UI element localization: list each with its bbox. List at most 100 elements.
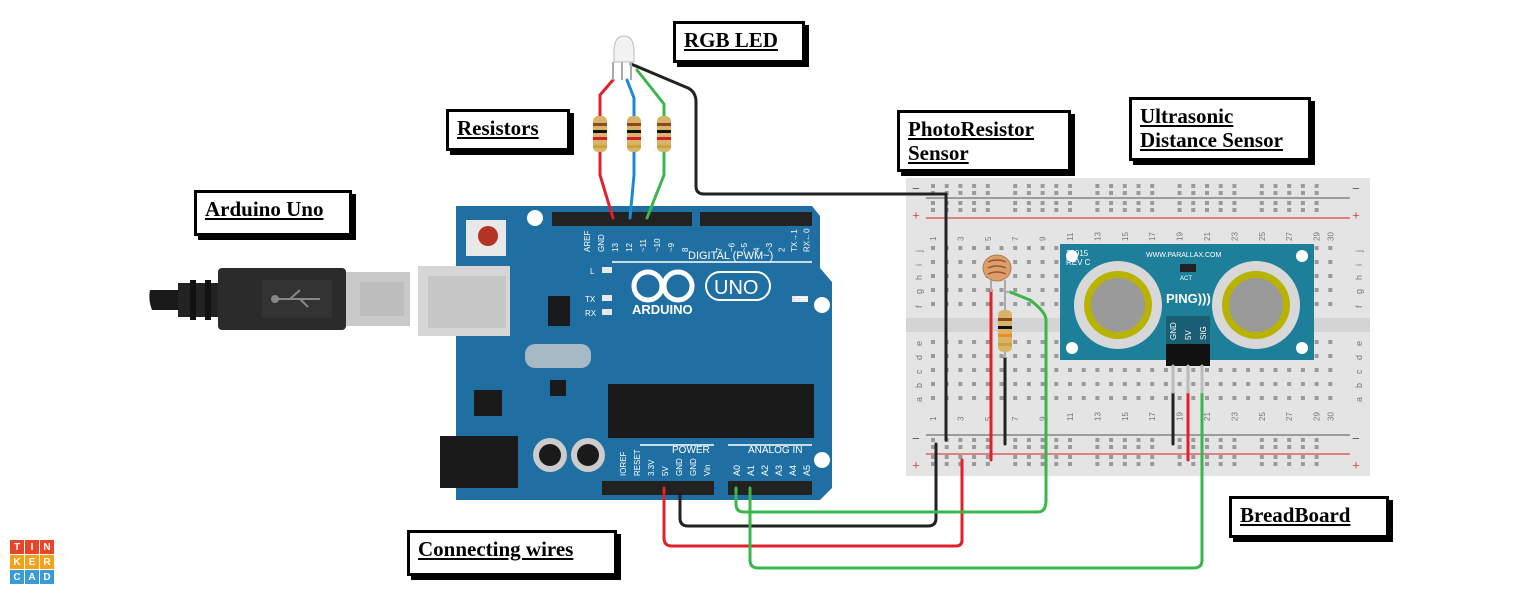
logo-letter: A xyxy=(25,570,39,584)
wire-led-green xyxy=(635,68,666,220)
ping-name: PING))) xyxy=(1166,291,1211,306)
logo-letter: N xyxy=(40,540,54,554)
photoresistor xyxy=(982,254,1012,293)
arduino-brand-text: ARDUINO xyxy=(632,302,693,317)
digital-pin-label: ~5 xyxy=(740,242,749,252)
breadboard-column-label: 13 xyxy=(1093,232,1102,241)
resistor-led-red xyxy=(593,116,607,152)
analog-pin-label: A4 xyxy=(788,465,798,476)
breadboard-column-label: 25 xyxy=(1258,412,1267,421)
breadboard-row-label: a xyxy=(1354,397,1364,402)
rail-minus-bottom-right: − xyxy=(1352,432,1360,447)
arduino-board: ARDUINO UNO DIGITAL (PWM~) POWER ANALOG … xyxy=(418,206,832,500)
power-pin-label: Vin xyxy=(703,465,712,476)
wire-led-blue xyxy=(625,78,636,220)
breadboard-column-label: 5 xyxy=(984,236,993,241)
breadboard-column-label: 19 xyxy=(1176,232,1185,241)
label-resistors: Resistors xyxy=(446,109,570,151)
breadboard-row-label: a xyxy=(914,397,924,402)
breadboard-column-label: 7 xyxy=(1011,416,1020,421)
breadboard-row-label: i xyxy=(1354,264,1364,266)
breadboard-column-label: 23 xyxy=(1230,412,1239,421)
digital-pin-label: 13 xyxy=(611,243,620,252)
breadboard-column-label: 21 xyxy=(1203,412,1212,421)
analog-pin-label: A0 xyxy=(732,465,742,476)
digital-pin-label: ~11 xyxy=(639,238,648,252)
led-tx-label: TX xyxy=(585,295,596,304)
led-l-label: L xyxy=(590,267,595,276)
ping-pin-label: GND xyxy=(1169,322,1178,340)
ping-pin-label: SIG xyxy=(1199,326,1208,340)
breadboard-column-label: 1 xyxy=(929,236,938,241)
breadboard-column-label: 27 xyxy=(1285,232,1294,241)
breadboard-row-label: j xyxy=(1354,250,1364,253)
breadboard-column-label: 30 xyxy=(1326,232,1335,241)
arduino-model-text: UNO xyxy=(714,277,758,299)
breadboard-column-label: 29 xyxy=(1313,232,1322,241)
breadboard-row-label: f xyxy=(914,305,924,308)
breadboard-column-label: 5 xyxy=(984,416,993,421)
digital-pin-label: 8 xyxy=(681,247,690,252)
digital-pin-label: ~9 xyxy=(667,242,676,252)
label-arduino-uno: Arduino Uno xyxy=(194,190,352,236)
wire-gnd xyxy=(678,442,938,528)
breadboard-row-label: f xyxy=(1354,305,1364,308)
rail-minus-bottom-left: − xyxy=(912,432,920,447)
led-on-label: ON xyxy=(796,295,808,304)
wire-led-ground xyxy=(629,62,948,196)
ping-pin-label: 5V xyxy=(1184,330,1193,340)
power-pin-label: 3.3V xyxy=(647,459,656,476)
breadboard-row-label: h xyxy=(914,275,924,280)
breadboard-column-label: 3 xyxy=(956,236,965,241)
digital-pin-label: ~10 xyxy=(653,238,662,252)
breadboard-column-label: 21 xyxy=(1203,232,1212,241)
breadboard-column-label: 25 xyxy=(1258,232,1267,241)
breadboard-column-label: 17 xyxy=(1148,412,1157,421)
logo-letter: I xyxy=(25,540,39,554)
power-pin-label: RESET xyxy=(633,449,642,476)
rail-plus-top-right: + xyxy=(1352,209,1360,224)
ping-part-number: 28015 xyxy=(1066,249,1089,258)
wire-a1 xyxy=(748,390,1204,570)
resistor-photoresistor xyxy=(998,292,1012,358)
breadboard-column-label: 30 xyxy=(1326,412,1335,421)
breadboard-row-label: i xyxy=(914,264,924,266)
wire-led-red xyxy=(598,78,615,220)
ping-revision: REV C xyxy=(1066,258,1091,267)
breadboard-column-label: 27 xyxy=(1285,412,1294,421)
rail-plus-bottom-left: + xyxy=(912,459,920,474)
power-pin-label: IOREF xyxy=(619,451,628,476)
rail-minus-top-left: − xyxy=(912,182,920,197)
breadboard-row-label: g xyxy=(914,289,924,294)
breadboard-column-label: 19 xyxy=(1176,412,1185,421)
digital-pin-label: 2 xyxy=(778,247,787,252)
label-rgb-led: RGB LED xyxy=(673,21,805,63)
arduino-infinity-logo xyxy=(631,269,695,303)
breadboard-column-label: 15 xyxy=(1121,412,1130,421)
resistor-led-green xyxy=(657,116,671,152)
wire-5v xyxy=(662,458,964,548)
analog-pin-label: A5 xyxy=(802,465,812,476)
breadboard-row-label: h xyxy=(1354,275,1364,280)
led-rx-label: RX xyxy=(585,309,597,318)
analog-pin-label: A1 xyxy=(746,465,756,476)
logo-letter: K xyxy=(10,555,24,569)
breadboard-column-label: 29 xyxy=(1313,412,1322,421)
power-pin-label: GND xyxy=(689,458,698,476)
breadboard-row-label: d xyxy=(914,355,924,360)
digital-pin-label: TX→1 xyxy=(790,229,799,252)
power-pin-label: GND xyxy=(675,458,684,476)
logo-letter: C xyxy=(10,570,24,584)
breadboard-row-label: b xyxy=(1354,383,1364,388)
digital-pin-label: AREF xyxy=(583,231,592,252)
breadboard-column-label: 1 xyxy=(929,416,938,421)
logo-letter: T xyxy=(10,540,24,554)
wire-a0 xyxy=(734,290,1048,514)
label-connecting-wires: Connecting wires xyxy=(407,530,617,576)
